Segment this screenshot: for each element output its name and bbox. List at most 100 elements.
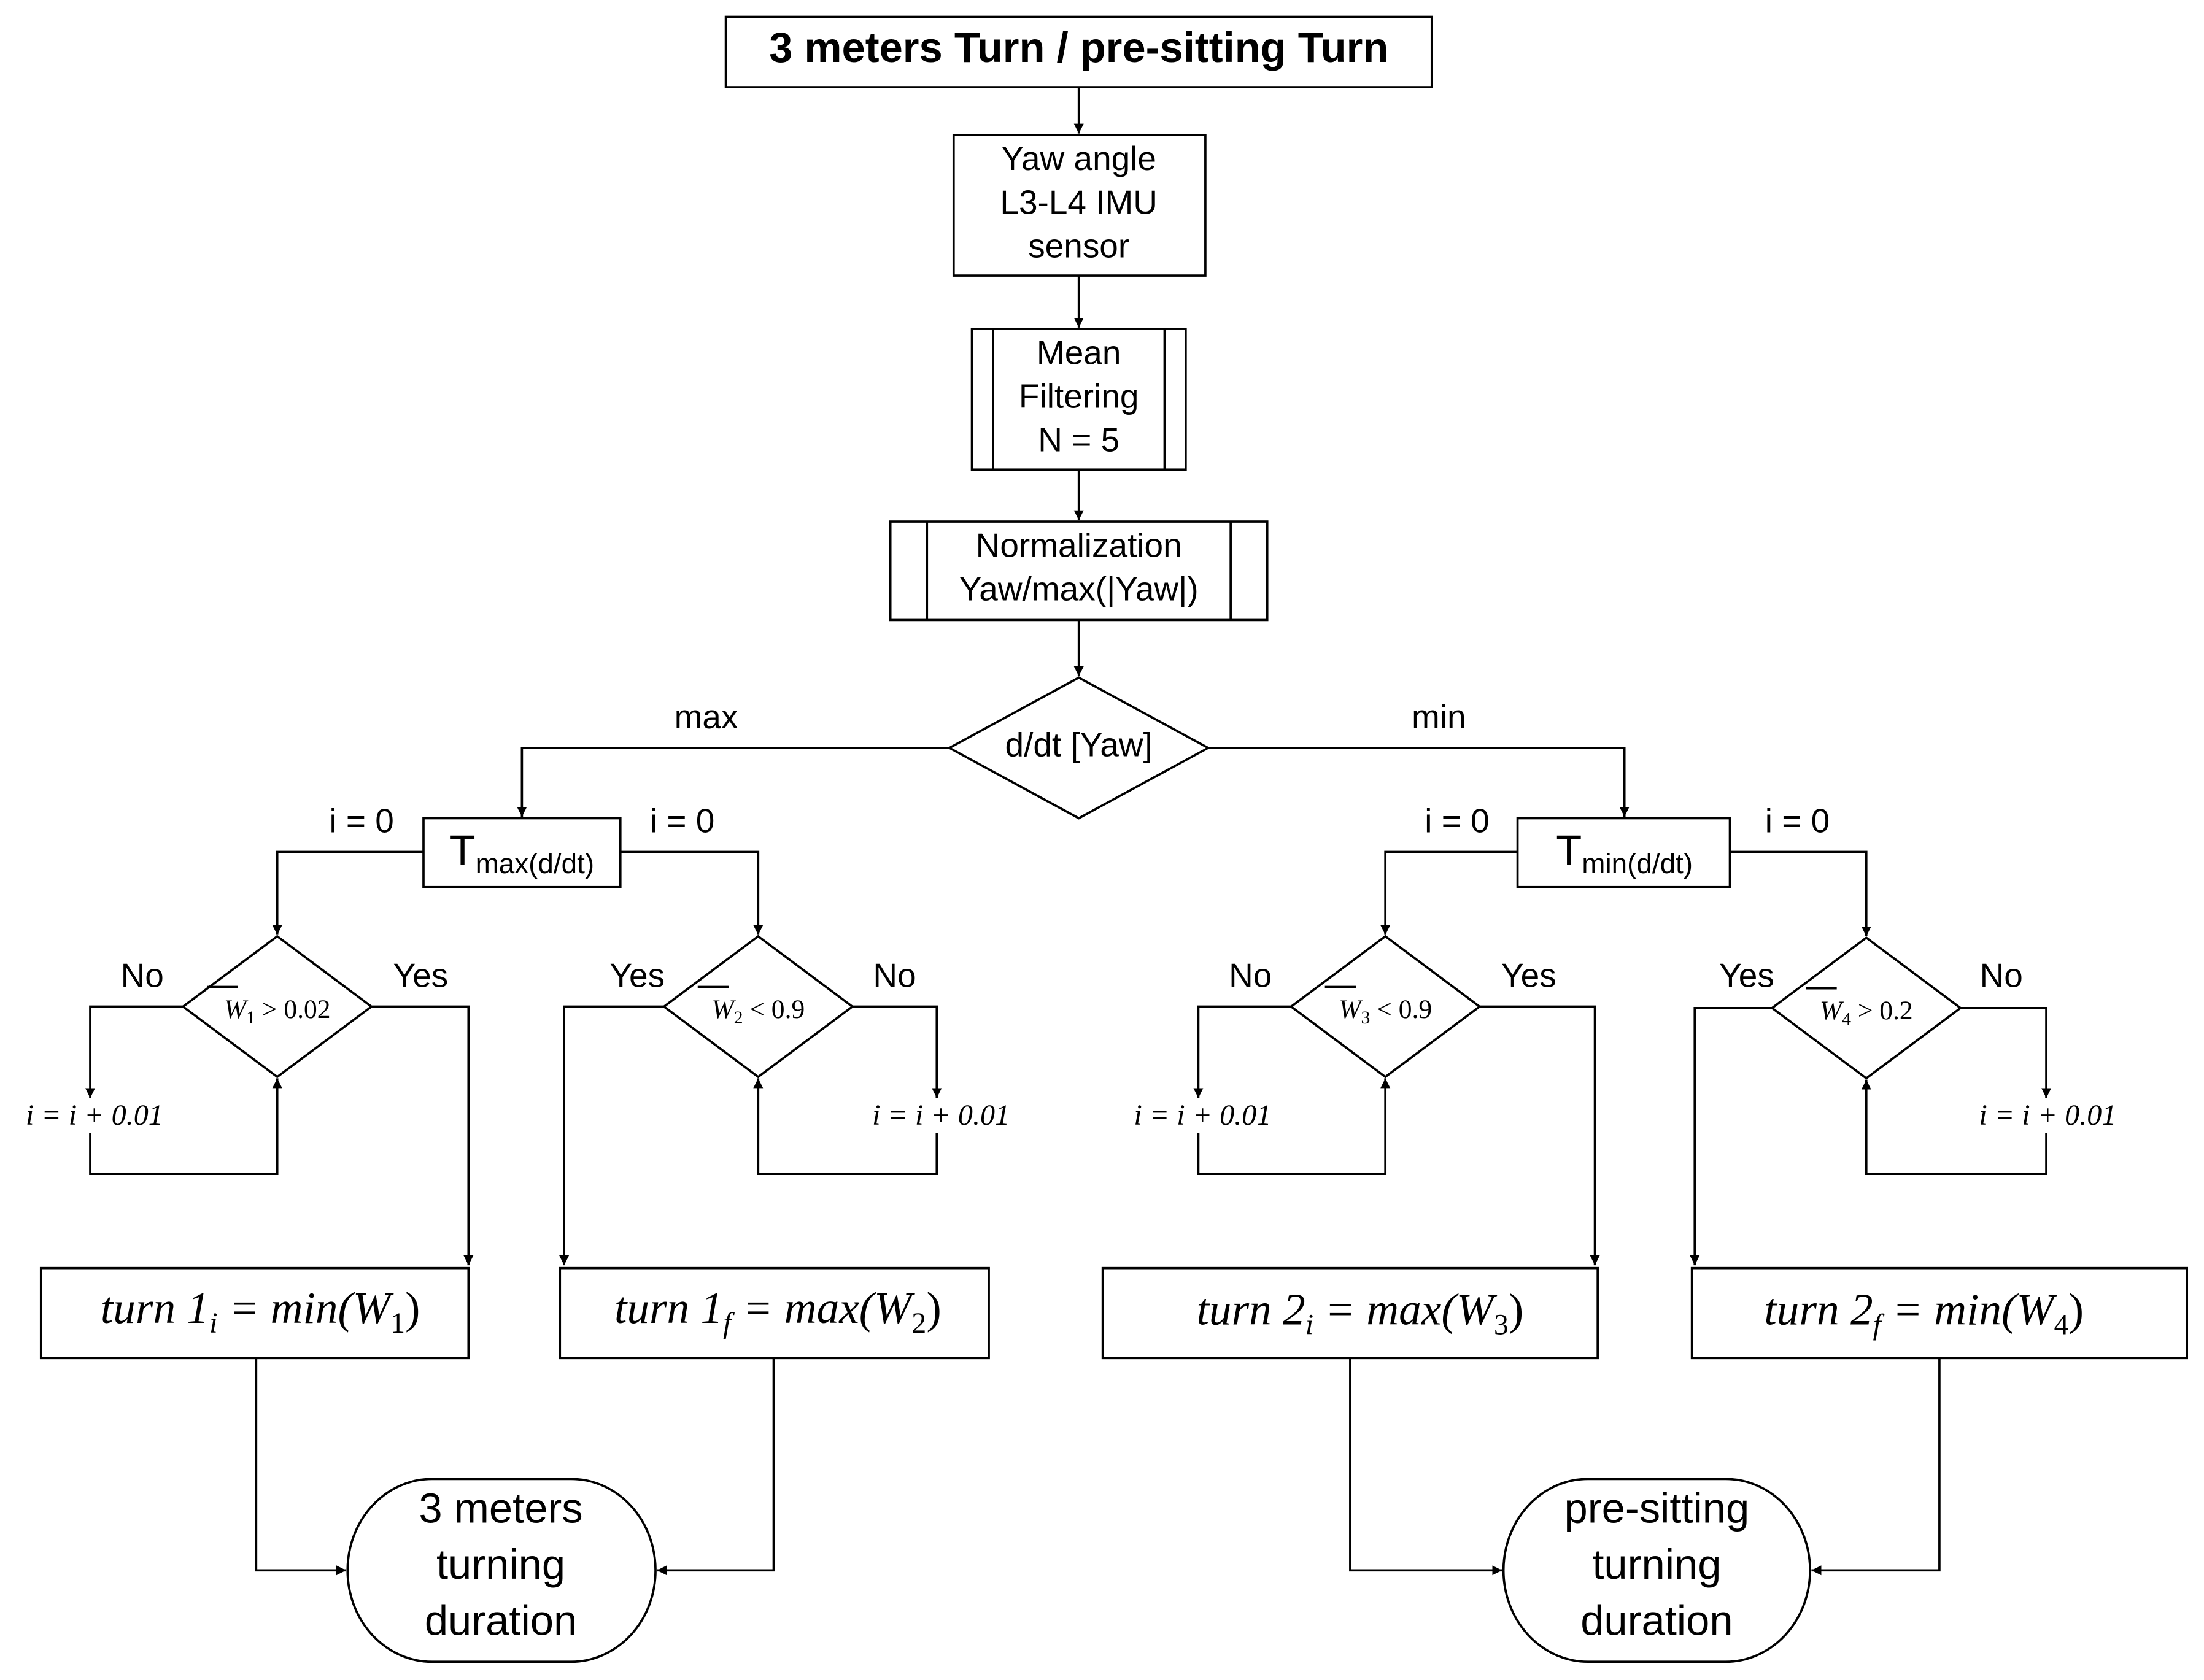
tmax-box: Tmax(d/dt) — [422, 817, 622, 888]
no-label: No — [1980, 956, 2023, 994]
arrow — [1811, 1358, 1941, 1576]
arrow — [1208, 747, 1630, 817]
arrow — [657, 1358, 775, 1576]
res-close: ) — [1509, 1284, 1523, 1334]
svg-text:W4 > 0.2: W4 > 0.2 — [1820, 996, 1913, 1029]
res-rhs: = max(W — [1313, 1284, 1498, 1334]
cond-sub: 1 — [246, 1008, 255, 1028]
result-turn2-initial: turn 2i = max(W3) — [1101, 1266, 1599, 1360]
max-branch-label: max — [675, 698, 738, 736]
arrow — [1690, 1006, 1773, 1266]
loop-arrow — [753, 1078, 938, 1175]
terminal-line: turning — [436, 1541, 565, 1588]
yes-label: Yes — [1501, 956, 1556, 994]
cond-var: W — [711, 995, 736, 1024]
tmax-main: T — [450, 827, 476, 874]
title-box: 3 meters Turn / pre-sitting Turn — [724, 15, 1433, 88]
result-turn2-final: turn 2f = min(W4) — [1690, 1266, 2189, 1360]
res-wsub: 3 — [1494, 1308, 1509, 1341]
yes-label: Yes — [393, 956, 449, 994]
yes-label: Yes — [609, 956, 665, 994]
arrow — [559, 1005, 664, 1266]
res-wsub: 4 — [2054, 1308, 2069, 1341]
arrow — [852, 1005, 942, 1098]
res-rhs: = min(W — [1881, 1284, 2057, 1334]
norm-line: Yaw/max(|Yaw|) — [959, 569, 1199, 607]
loop-arrow — [1861, 1079, 2047, 1175]
tmin-sub: min(d/dt) — [1582, 848, 1693, 879]
yes-label: Yes — [1719, 956, 1774, 994]
res-wsub: 1 — [390, 1307, 405, 1339]
res-sub: i — [1305, 1308, 1313, 1341]
condition-w2-decision: W2 < 0.9 — [662, 934, 854, 1079]
arrow — [1349, 1358, 1502, 1576]
loop-arrow — [89, 1078, 282, 1175]
init-label: i = 0 — [329, 801, 393, 839]
res-wsub: 2 — [911, 1307, 926, 1339]
terminal-line: duration — [1580, 1597, 1733, 1644]
tmin-main: T — [1556, 827, 1582, 874]
terminal-line: turning — [1592, 1541, 1721, 1588]
svg-text:turn 2f = min(W4): turn 2f = min(W4) — [1764, 1284, 2084, 1341]
svg-text:turn 1f = max(W2): turn 1f = max(W2) — [614, 1283, 942, 1339]
increment-label: i = i + 0.01 — [26, 1099, 163, 1131]
arrow — [1193, 1005, 1291, 1098]
terminal-line: pre-sitting — [1564, 1484, 1750, 1532]
normalization-box: Normalization Yaw/max(|Yaw|) — [889, 520, 1269, 622]
condition-w3-decision: W3 < 0.9 — [1289, 934, 1482, 1079]
cond-rest: > 0.2 — [1851, 996, 1913, 1025]
mean-line: N = 5 — [1038, 420, 1119, 458]
arrow — [272, 850, 423, 935]
yaw-line: Yaw angle — [1001, 139, 1156, 177]
no-label: No — [873, 956, 916, 994]
arrow — [255, 1358, 346, 1576]
svg-text:W2 < 0.9: W2 < 0.9 — [711, 995, 805, 1028]
min-branch-label: min — [1412, 698, 1466, 736]
cond-rest: > 0.02 — [255, 995, 330, 1024]
res-lhs: turn 2 — [1764, 1284, 1873, 1334]
cond-rest: < 0.9 — [1370, 995, 1432, 1024]
svg-text:turn 2i = max(W3): turn 2i = max(W3) — [1197, 1284, 1524, 1341]
terminal-3m-turning-duration: 3 meters turning duration — [346, 1478, 657, 1663]
cond-var: W — [1339, 995, 1363, 1024]
increment-label: i = i + 0.01 — [1134, 1099, 1271, 1131]
terminal-line: duration — [425, 1597, 577, 1644]
init-label: i = 0 — [1425, 801, 1489, 839]
arrow — [1380, 850, 1518, 935]
svg-text:W3 < 0.9: W3 < 0.9 — [1339, 995, 1432, 1028]
condition-w4-decision: W4 > 0.2 — [1770, 936, 1963, 1080]
yaw-sensor-box: Yaw angle L3-L4 IMU sensor — [952, 134, 1207, 277]
cond-rest: < 0.9 — [743, 995, 805, 1024]
arrow — [85, 1005, 184, 1098]
res-lhs: turn 2 — [1197, 1284, 1305, 1334]
svg-text:Tmax(d/dt): Tmax(d/dt) — [450, 827, 594, 879]
res-lhs: turn 1 — [101, 1283, 209, 1333]
res-rhs: = min(W — [217, 1283, 393, 1333]
cond-var: W — [224, 995, 249, 1024]
result-turn1-final: turn 1f = max(W2) — [559, 1266, 990, 1360]
increment-label: i = i + 0.01 — [872, 1099, 1010, 1131]
res-rhs: = max(W — [732, 1283, 916, 1333]
arrow — [517, 747, 949, 817]
init-label: i = 0 — [650, 801, 714, 839]
cond-sub: 4 — [1842, 1009, 1851, 1029]
arrow — [1960, 1006, 2052, 1098]
mean-line: Filtering — [1019, 377, 1139, 415]
yaw-line: sensor — [1028, 226, 1129, 264]
tmin-box: Tmin(d/dt) — [1516, 817, 1731, 888]
arrow — [620, 850, 764, 935]
arrow — [371, 1005, 474, 1266]
arrow — [1479, 1005, 1600, 1266]
res-close: ) — [405, 1283, 420, 1333]
norm-line: Normalization — [976, 526, 1182, 564]
terminal-presitting-turning-duration: pre-sitting turning duration — [1502, 1478, 1811, 1663]
condition-w1-decision: W1 > 0.02 — [181, 934, 374, 1079]
no-label: No — [121, 956, 164, 994]
tmax-sub: max(d/dt) — [476, 848, 594, 879]
res-lhs: turn 1 — [614, 1283, 723, 1333]
svg-text:turn 1i = min(W1): turn 1i = min(W1) — [101, 1283, 420, 1339]
res-close: ) — [926, 1283, 941, 1333]
arrow — [1730, 850, 1871, 936]
svg-text:W1 > 0.02: W1 > 0.02 — [224, 995, 331, 1028]
